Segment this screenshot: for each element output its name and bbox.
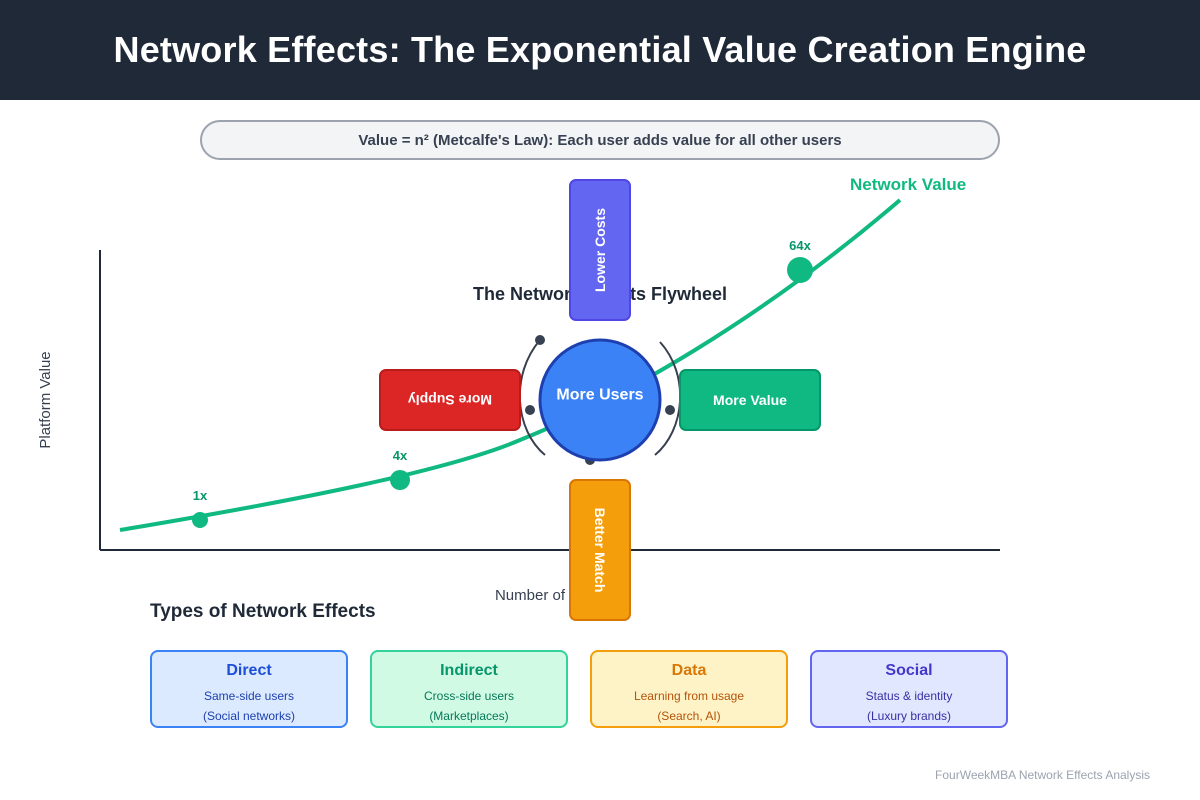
type-card-direct: Direct Same-side users (Social networks) bbox=[150, 650, 348, 728]
type-card-title: Social bbox=[885, 662, 933, 679]
footer-credit: FourWeekMBA Network Effects Analysis bbox=[935, 768, 1150, 782]
type-card-title: Direct bbox=[226, 662, 272, 679]
node-label: More Supply bbox=[408, 392, 492, 408]
flywheel-dot bbox=[535, 335, 545, 345]
milestone-label: 1x bbox=[193, 488, 208, 503]
type-card-data: Data Learning from usage (Search, AI) bbox=[590, 650, 788, 728]
milestone-label: 4x bbox=[393, 448, 408, 463]
type-card-title: Indirect bbox=[440, 662, 498, 679]
type-card-example: (Social networks) bbox=[202, 709, 296, 723]
type-card-example: (Marketplaces) bbox=[429, 709, 509, 723]
flywheel-node-better-match: Better Match bbox=[569, 479, 631, 621]
center-label: More Users bbox=[556, 387, 643, 404]
formula-banner: Value = n² (Metcalfe's Law): Each user a… bbox=[200, 120, 1000, 160]
type-card-title: Data bbox=[671, 662, 707, 679]
type-card-example: (Search, AI) bbox=[657, 709, 721, 723]
milestone-label: 64x bbox=[789, 238, 811, 253]
type-card-example: (Luxury brands) bbox=[866, 709, 952, 723]
curve-label: Network Value bbox=[850, 175, 966, 194]
types-section-title: Types of Network Effects bbox=[150, 601, 376, 622]
flywheel-dot bbox=[665, 405, 675, 415]
formula-text: Value = n² (Metcalfe's Law): Each user a… bbox=[358, 131, 842, 149]
x-axis-label: Number of bbox=[495, 587, 566, 604]
header-bar: Network Effects: The Exponential Value C… bbox=[0, 0, 1200, 100]
page-title: Network Effects: The Exponential Value C… bbox=[113, 29, 1087, 70]
type-card-desc: Same-side users bbox=[203, 689, 295, 703]
y-axis-label: Platform Value bbox=[37, 351, 54, 448]
type-card-desc: Cross-side users bbox=[423, 689, 515, 703]
flywheel-node-more-value: More Value bbox=[679, 369, 821, 431]
flywheel-dot bbox=[525, 405, 535, 415]
node-label: Better Match bbox=[592, 508, 608, 593]
type-card-desc: Status & identity bbox=[865, 689, 953, 703]
milestone-point bbox=[787, 257, 813, 283]
milestone-point bbox=[390, 470, 410, 490]
flywheel-node-more-supply: More Supply bbox=[379, 369, 521, 431]
flywheel-node-lower-costs: Lower Costs bbox=[569, 179, 631, 321]
type-card-desc: Learning from usage bbox=[633, 689, 745, 703]
network-value-curve bbox=[119, 198, 902, 532]
node-label: Lower Costs bbox=[592, 208, 608, 292]
type-card-indirect: Indirect Cross-side users (Marketplaces) bbox=[370, 650, 568, 728]
milestone-point bbox=[192, 512, 208, 528]
type-card-social: Social Status & identity (Luxury brands) bbox=[810, 650, 1008, 728]
node-label: More Value bbox=[713, 392, 787, 408]
flywheel-center-more-users: More Users bbox=[538, 338, 662, 462]
